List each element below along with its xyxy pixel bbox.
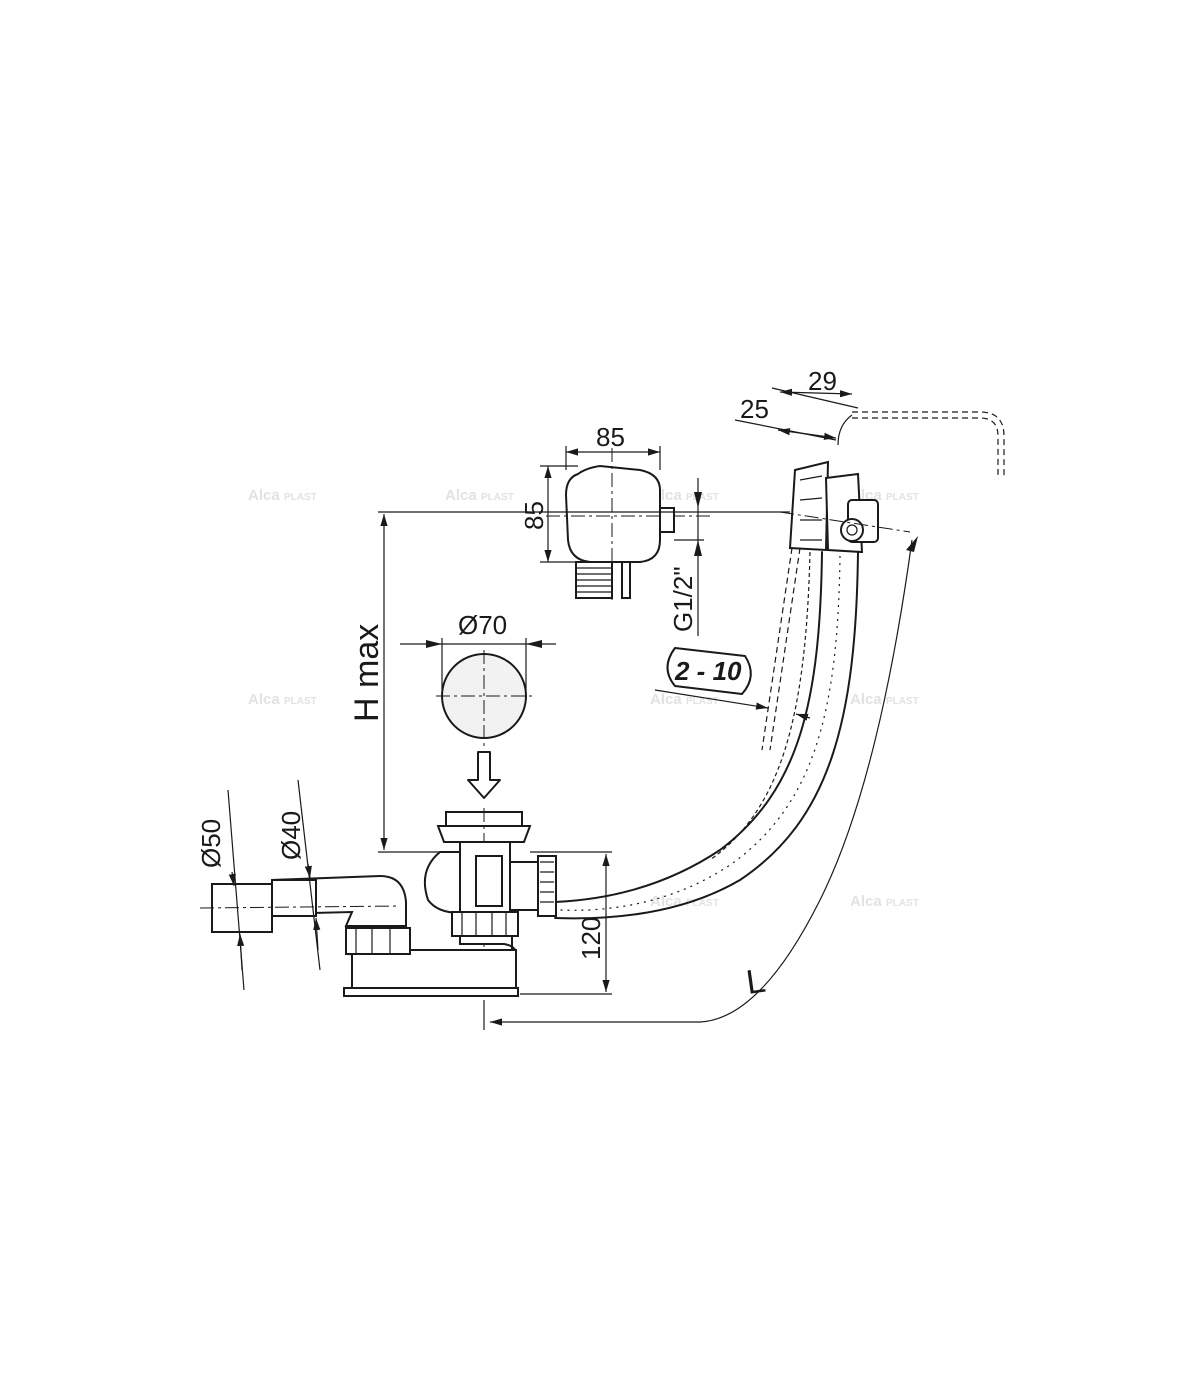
watermark-2: Alca PLAST bbox=[445, 487, 514, 504]
watermark-brand: Alca bbox=[850, 893, 882, 910]
dimension-25: 25 bbox=[734, 394, 837, 441]
h-max-label: H max bbox=[348, 624, 386, 722]
watermark-12: Alca PLAST bbox=[850, 893, 919, 910]
watermark-brand: Alca bbox=[248, 487, 280, 504]
watermark-7: Alca PLAST bbox=[650, 691, 719, 708]
watermark-brand-sub: PLAST bbox=[686, 492, 719, 503]
watermark-5: Alca PLAST bbox=[248, 691, 317, 708]
watermark-brand-sub: PLAST bbox=[481, 492, 514, 503]
dimension-120-label: 120 bbox=[576, 917, 606, 960]
dimension-g12: G1/2" bbox=[668, 478, 704, 636]
dimension-85-width-label: 85 bbox=[596, 422, 625, 452]
dimension-120: 120 bbox=[520, 851, 612, 995]
diameter70-label: Ø70 bbox=[458, 610, 507, 640]
watermark-brand: Alca bbox=[248, 691, 280, 708]
filler-valve bbox=[546, 448, 710, 600]
watermark-brand-sub: PLAST bbox=[686, 898, 719, 909]
thickness-range-label: 2 - 10 bbox=[674, 656, 742, 686]
diameter50-label: Ø50 bbox=[196, 819, 226, 868]
dimension-length: L bbox=[483, 536, 918, 1030]
watermark-brand-sub: PLAST bbox=[284, 696, 317, 707]
watermark-brand: Alca bbox=[650, 893, 682, 910]
watermark-brand-sub: PLAST bbox=[886, 696, 919, 707]
bathtub-wall-section bbox=[837, 411, 1005, 478]
overflow-pipe bbox=[554, 551, 859, 920]
dimension-85-height: 85 bbox=[519, 465, 578, 563]
thickness-badge: 2 - 10 bbox=[654, 647, 811, 721]
watermark-brand: Alca bbox=[445, 487, 477, 504]
tub-wall-dashed bbox=[761, 547, 801, 751]
down-arrow-icon bbox=[467, 751, 501, 799]
dimension-g12-label: G1/2" bbox=[668, 566, 698, 632]
watermark-brand-sub: PLAST bbox=[686, 696, 719, 707]
dimension-29: 29 bbox=[771, 366, 859, 409]
dimension-diameter50: Ø50 bbox=[196, 789, 245, 991]
watermark-brand-sub: PLAST bbox=[284, 492, 317, 503]
overflow-head bbox=[779, 460, 911, 554]
plug-disc: Ø70 bbox=[400, 610, 556, 748]
dimension-25-label: 25 bbox=[740, 394, 769, 424]
watermark-1: Alca PLAST bbox=[248, 487, 317, 504]
dimension-h-max: H max bbox=[348, 511, 790, 853]
diameter40-label: Ø40 bbox=[276, 811, 306, 860]
watermark-brand: Alca bbox=[650, 691, 682, 708]
watermark-brand: Alca bbox=[850, 691, 882, 708]
watermark-8: Alca PLAST bbox=[850, 691, 919, 708]
dimension-29-label: 29 bbox=[808, 366, 837, 396]
length-label: L bbox=[744, 962, 768, 1002]
filler-thread bbox=[575, 561, 613, 599]
watermark-brand-sub: PLAST bbox=[886, 492, 919, 503]
watermark-brand-sub: PLAST bbox=[886, 898, 919, 909]
dimension-diameter40: Ø40 bbox=[276, 779, 321, 971]
dimension-85-width: 85 bbox=[565, 422, 661, 470]
dimension-85-height-label: 85 bbox=[519, 501, 549, 530]
waste-body bbox=[199, 808, 557, 1030]
